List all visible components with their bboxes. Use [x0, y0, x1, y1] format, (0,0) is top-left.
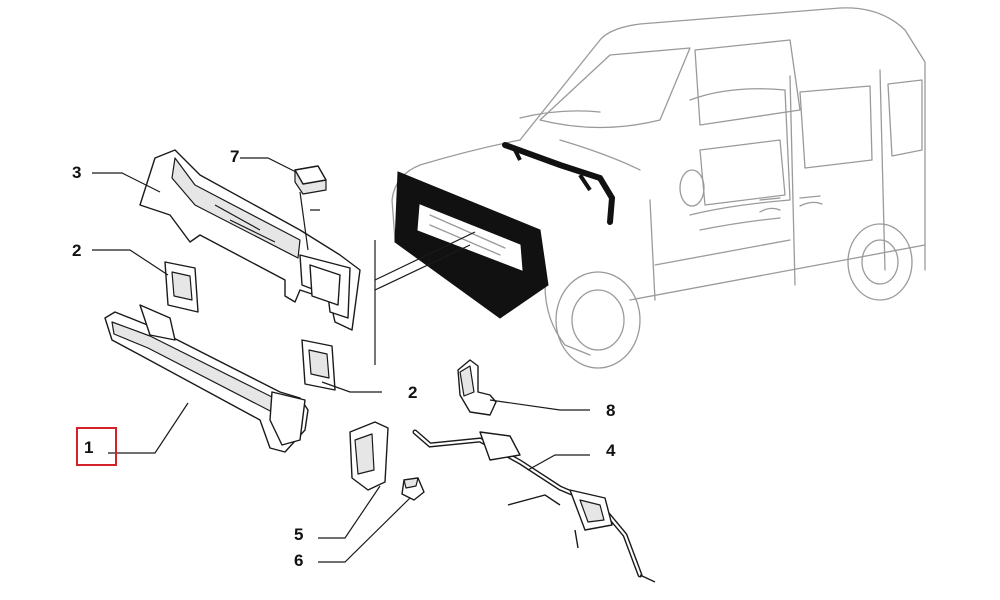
van-outline: [391, 7, 926, 369]
callout-labels: 1 2 2 3 4 5 6 7 8: [72, 147, 616, 570]
callout-1-highlight-box: [76, 427, 117, 466]
callout-8: 8: [606, 401, 615, 420]
bolt-part-6: [401, 477, 425, 501]
callout-3: 3: [72, 163, 81, 182]
callout-2-upper: 2: [72, 241, 81, 260]
leader-lines: [92, 157, 590, 563]
callout-1: 1: [84, 438, 93, 457]
bumper-beam-part-1: [104, 304, 309, 453]
mounting-plate-part-2-upper: [164, 261, 199, 313]
bracket-part-8: [457, 359, 497, 416]
upper-cross-member-part-3: [139, 149, 361, 331]
callout-5: 5: [294, 525, 303, 544]
callout-6: 6: [294, 551, 303, 570]
clip-part-7: [294, 165, 327, 251]
callout-4: 4: [606, 441, 616, 460]
callout-7: 7: [230, 147, 239, 166]
mounting-plate-part-2-lower: [301, 339, 336, 391]
bracket-part-5: [349, 421, 389, 491]
front-bumper-panel: [394, 171, 549, 319]
exploded-view-pointer: [374, 231, 476, 365]
support-tube-part-4: [412, 429, 656, 583]
callout-2-lower: 2: [408, 383, 417, 402]
car-cross-member: [502, 142, 616, 225]
